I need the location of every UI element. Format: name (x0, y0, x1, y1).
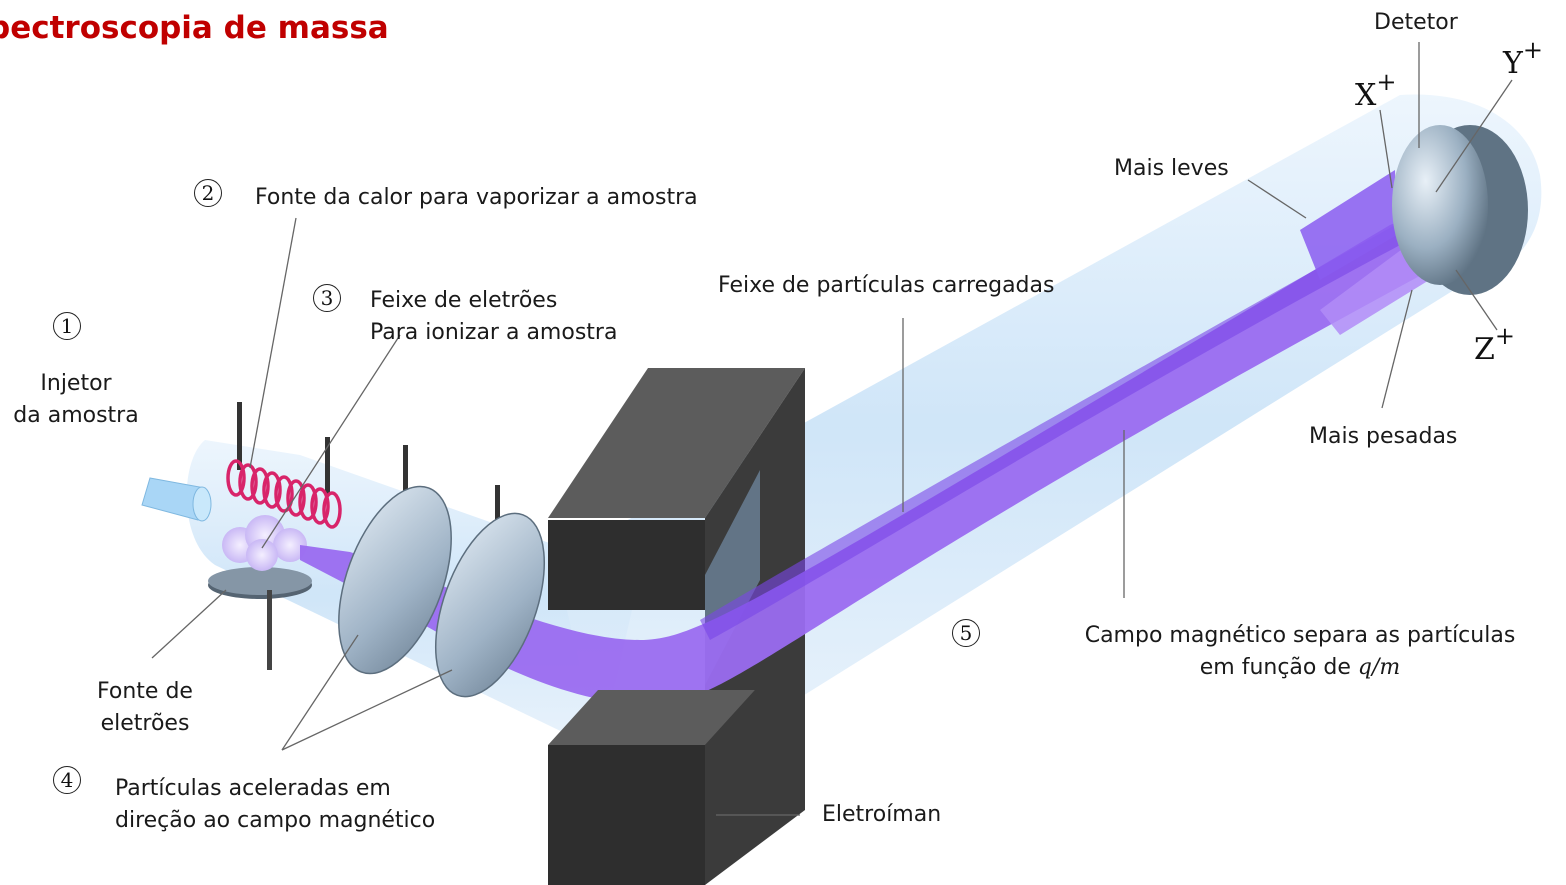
page-title: pectroscopia de massa (0, 10, 389, 46)
accelerator-plate-1 (338, 445, 452, 675)
label-electron-source-line1: Fonte de (97, 679, 193, 704)
leader-x (1379, 109, 1393, 189)
step-number-3: 3 (313, 284, 341, 312)
electron-source-plate (208, 567, 312, 670)
vapor-cloud (222, 515, 307, 571)
leader-heat-source (249, 217, 297, 469)
step-number-1: 1 (53, 312, 81, 340)
electromagnet-front (548, 520, 805, 885)
label-electromagnet: Eletroíman (822, 802, 942, 827)
label-field-line2: em função de q/m (1060, 652, 1540, 684)
detector-disk (1392, 125, 1528, 295)
leader-plate-2 (281, 669, 453, 751)
sample-injector (141, 477, 212, 522)
label-field-prefix: em função de (1199, 655, 1358, 680)
beam-highlight (700, 225, 1400, 640)
leader-y (1435, 79, 1513, 193)
leader-lines (151, 42, 1513, 816)
label-accelerated-line1: Partículas aceleradas em (115, 776, 391, 801)
leader-electron-source (151, 589, 227, 659)
label-heavier: Mais pesadas (1309, 424, 1458, 449)
label-electron-beam-line1: Feixe de eletrões (370, 288, 558, 313)
label-beam: Feixe de partículas carregadas (718, 273, 1055, 298)
leader-heavier (1381, 289, 1413, 409)
leader-lighter (1247, 179, 1307, 219)
label-lighter: Mais leves (1114, 156, 1229, 181)
leader-plate-1 (281, 634, 359, 751)
step-number-2: 2 (194, 179, 222, 207)
accelerator-plate-2 (434, 485, 546, 698)
heater-rod-left (237, 402, 242, 470)
leader-z (1455, 269, 1498, 331)
label-field-formula: q/m (1357, 655, 1401, 680)
heating-coil (226, 459, 342, 529)
label-heat-source: Fonte da calor para vaporizar a amostra (255, 185, 698, 210)
label-electron-beam-line2: Para ionizar a amostra (370, 320, 618, 345)
label-injector-line2: da amostra (13, 403, 139, 428)
ion-y: Y+ (1503, 36, 1543, 81)
leader-electron-beam (261, 334, 401, 549)
ion-z: Z+ (1474, 322, 1515, 367)
beam-light (1300, 170, 1397, 280)
step-number-5: 5 (952, 619, 980, 647)
step-number-4: 4 (53, 766, 81, 794)
label-electron-source-line2: eletrões (100, 711, 190, 736)
label-injector-line1: Injetor (40, 371, 112, 396)
heater-rod-right (325, 437, 330, 495)
label-accelerated-line2: direção ao campo magnético (115, 808, 436, 833)
label-detector: Detetor (1374, 10, 1458, 35)
ion-x: X+ (1355, 68, 1397, 113)
label-field-line1: Campo magnético separa as partículas (1084, 623, 1516, 648)
